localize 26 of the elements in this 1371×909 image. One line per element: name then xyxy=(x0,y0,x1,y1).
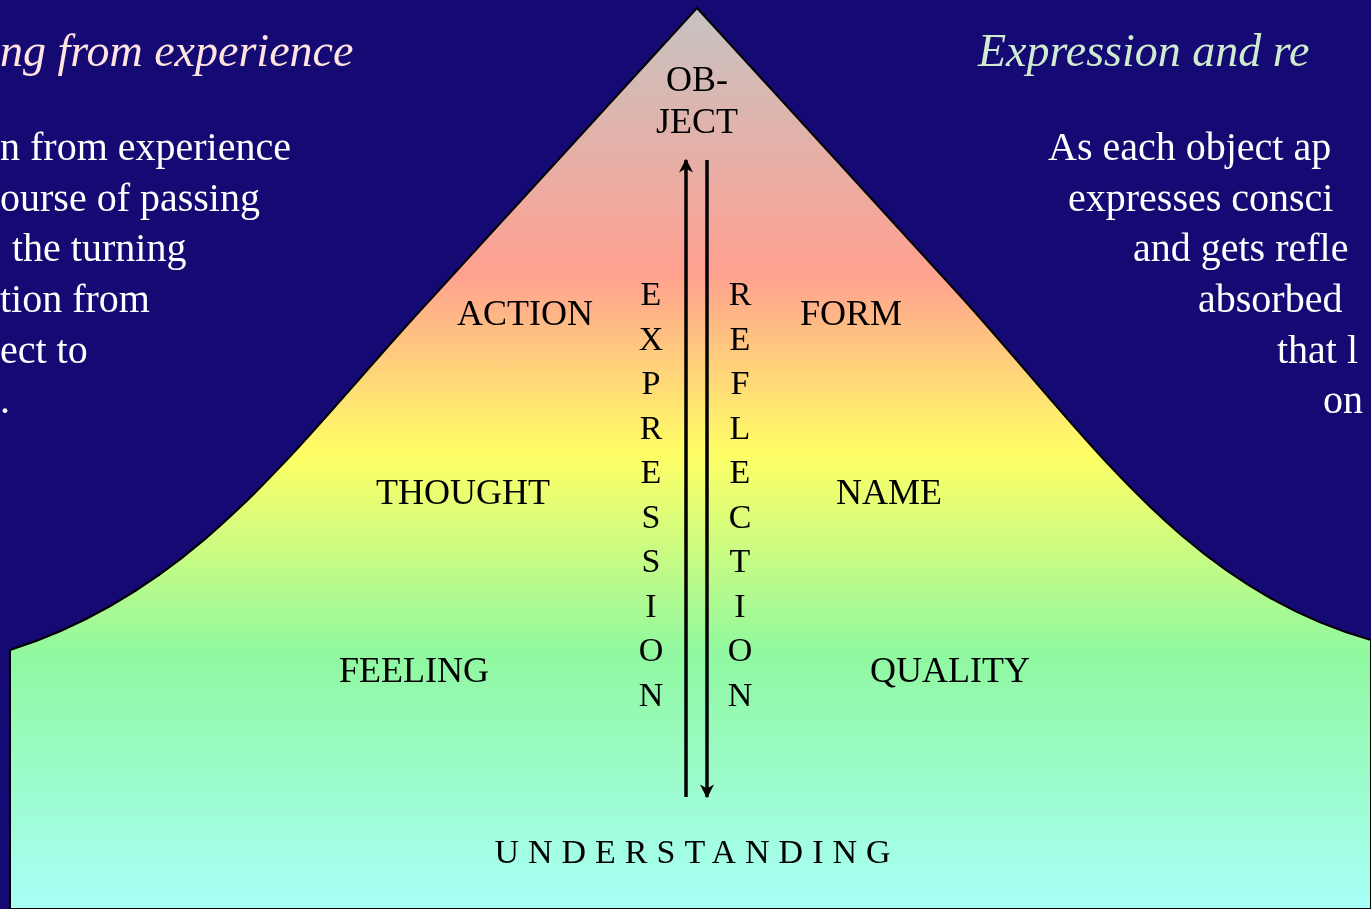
level-label: FORM xyxy=(800,295,902,331)
level-label: QUALITY xyxy=(870,652,1030,688)
base-label: UNDERSTANDING xyxy=(494,834,900,870)
heading: Expression and re xyxy=(978,28,1310,74)
heading: ng from experience xyxy=(0,28,354,74)
paragraph-line: that l xyxy=(1277,330,1359,370)
paragraph-line: on xyxy=(1323,380,1363,420)
paragraph-line: As each object ap xyxy=(1048,127,1332,167)
apex-label: OB- JECT xyxy=(642,58,752,142)
level-label: FEELING xyxy=(339,652,489,688)
paragraph-line: ourse of passing xyxy=(0,178,260,218)
arrow xyxy=(700,160,714,799)
level-label: ACTION xyxy=(457,295,593,331)
paragraph-line: n from experience xyxy=(0,127,291,167)
paragraph-line: and gets refle xyxy=(1133,228,1349,268)
level-label: THOUGHT xyxy=(376,474,550,510)
paragraph-line: ect to xyxy=(0,330,88,370)
paragraph-line: expresses consci xyxy=(1068,178,1334,218)
edge-label: EXPRESSION xyxy=(638,274,664,715)
paragraph-line: . xyxy=(0,380,10,420)
edge-label: REFLECTION xyxy=(727,274,753,715)
paragraph-line: tion from xyxy=(0,279,150,319)
level-label: NAME xyxy=(836,474,942,510)
arrow xyxy=(679,158,693,797)
paragraph-line: absorbed xyxy=(1198,279,1343,319)
paragraph-line: the turning xyxy=(12,228,187,268)
